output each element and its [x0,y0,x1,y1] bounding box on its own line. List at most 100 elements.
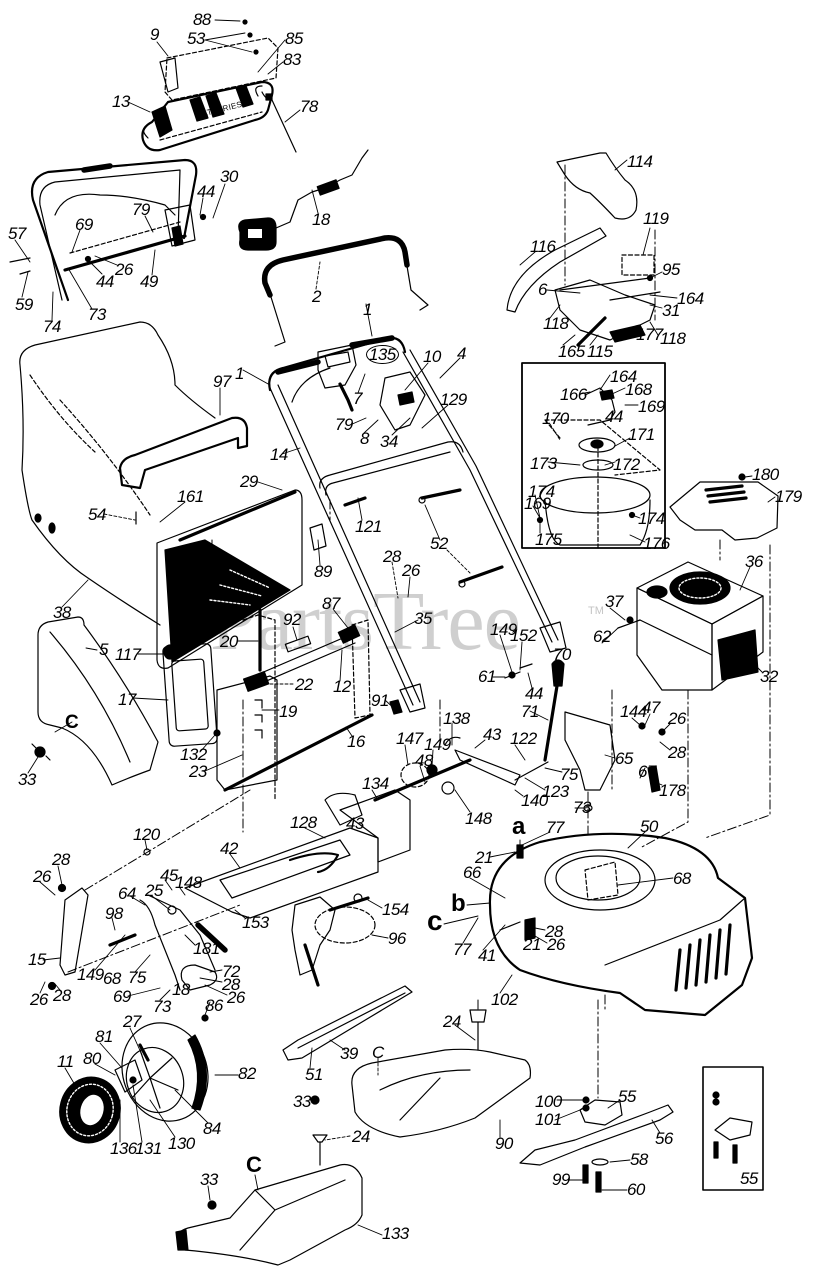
callout-60[interactable]: 60 [627,1180,645,1199]
callout-149[interactable]: 149 [424,735,451,754]
callout-13[interactable]: 13 [112,92,130,111]
callout-49[interactable]: 49 [140,272,158,291]
callout-92[interactable]: 92 [283,610,301,629]
callout-68[interactable]: 68 [673,869,691,888]
callout-38[interactable]: 38 [53,603,71,622]
callout-117[interactable]: 117 [115,645,141,664]
callout-64[interactable]: 64 [118,884,136,903]
callout-100[interactable]: 100 [535,1092,562,1111]
callout-98[interactable]: 98 [105,904,123,923]
callout-34[interactable]: 34 [380,432,398,451]
callout-47[interactable]: 47 [642,698,660,717]
callout-69[interactable]: 69 [113,987,131,1006]
callout-174[interactable]: 174 [528,482,555,501]
callout-83[interactable]: 83 [283,50,301,69]
callout-181[interactable]: 181 [193,939,220,958]
callout-25[interactable]: 25 [145,881,163,900]
callout-79[interactable]: 79 [132,200,150,219]
callout-22[interactable]: 22 [295,675,313,694]
callout-77[interactable]: 77 [453,940,471,959]
callout-28[interactable]: 28 [222,975,240,994]
callout-16[interactable]: 16 [347,732,365,751]
callout-68[interactable]: 68 [103,969,121,988]
callout-33[interactable]: 33 [18,770,36,789]
callout-50[interactable]: 50 [640,817,658,836]
callout-21[interactable]: 21 [523,935,541,954]
callout-35[interactable]: 35 [414,609,432,628]
callout-118[interactable]: 118 [543,314,569,333]
callout-88[interactable]: 88 [193,10,211,29]
callout-26[interactable]: 26 [547,935,565,954]
callout-85[interactable]: 85 [285,29,303,48]
callout-89[interactable]: 89 [314,562,332,581]
callout-17[interactable]: 17 [118,690,136,709]
callout-1[interactable]: 1 [235,364,244,383]
callout-130[interactable]: 130 [168,1134,195,1153]
callout-114[interactable]: 114 [627,152,653,171]
callout-55[interactable]: 55 [618,1087,636,1106]
callout-74[interactable]: 74 [43,317,61,336]
callout-56[interactable]: 56 [655,1129,673,1148]
callout-78[interactable]: 78 [300,97,318,116]
callout-1[interactable]: 1 [363,300,372,319]
callout-5[interactable]: 5 [99,640,108,659]
callout-10[interactable]: 10 [423,347,441,366]
callout-54[interactable]: 54 [88,505,106,524]
callout-91[interactable]: 91 [371,691,389,710]
callout-8[interactable]: 8 [360,429,369,448]
callout-39[interactable]: 39 [340,1044,358,1063]
callout-132[interactable]: 132 [180,745,207,764]
callout-44[interactable]: 44 [96,272,114,291]
callout-18[interactable]: 18 [172,980,190,999]
callout-97[interactable]: 97 [213,372,231,391]
callout-84[interactable]: 84 [203,1119,221,1138]
callout-44[interactable]: 44 [605,407,623,426]
callout-86[interactable]: 86 [205,996,223,1015]
callout-28[interactable]: 28 [383,547,401,566]
callout-129[interactable]: 129 [440,390,467,409]
callout-14[interactable]: 14 [270,445,288,464]
callout-12[interactable]: 12 [333,677,351,696]
callout-122[interactable]: 122 [510,729,537,748]
callout-59[interactable]: 59 [15,295,33,314]
callout-24[interactable]: 24 [443,1012,461,1031]
callout-136[interactable]: 136 [110,1139,137,1158]
callout-119[interactable]: 119 [643,209,669,228]
callout-149[interactable]: 149 [77,965,104,984]
callout-153[interactable]: 153 [242,913,269,932]
callout-26[interactable]: 26 [402,561,420,580]
callout-115[interactable]: 115 [587,342,613,361]
callout-45[interactable]: 45 [160,866,178,885]
callout-28[interactable]: 28 [52,850,70,869]
callout-20[interactable]: 20 [220,632,238,651]
callout-95[interactable]: 95 [662,260,680,279]
callout-138[interactable]: 138 [443,709,470,728]
callout-101[interactable]: 101 [535,1110,562,1129]
callout-58[interactable]: 58 [630,1150,648,1169]
callout-62[interactable]: 62 [593,627,611,646]
callout-169[interactable]: 169 [524,494,551,513]
callout-2[interactable]: 2 [312,287,321,306]
callout-179[interactable]: 179 [775,487,802,506]
callout-19[interactable]: 19 [279,702,297,721]
callout-154[interactable]: 154 [382,900,409,919]
callout-120[interactable]: 120 [133,825,160,844]
callout-75[interactable]: 75 [128,968,146,987]
callout-27[interactable]: 27 [123,1012,141,1031]
callout-42[interactable]: 42 [220,839,238,858]
callout-26[interactable]: 26 [668,709,686,728]
callout-23[interactable]: 23 [189,762,207,781]
callout-32[interactable]: 32 [760,667,778,686]
callout-164[interactable]: 164 [677,289,704,308]
callout-178[interactable]: 178 [659,781,686,800]
callout-11[interactable]: 11 [57,1052,74,1071]
callout-90[interactable]: 90 [495,1134,513,1153]
callout-36[interactable]: 36 [745,552,763,571]
callout-140[interactable]: 140 [521,791,548,810]
callout-102[interactable]: 102 [491,990,518,1009]
callout-7[interactable]: 7 [353,389,362,408]
callout-144[interactable]: 144 [620,702,647,721]
callout-52[interactable]: 52 [430,534,448,553]
callout-9[interactable]: 9 [150,25,159,44]
callout-131[interactable]: 131 [135,1139,162,1158]
